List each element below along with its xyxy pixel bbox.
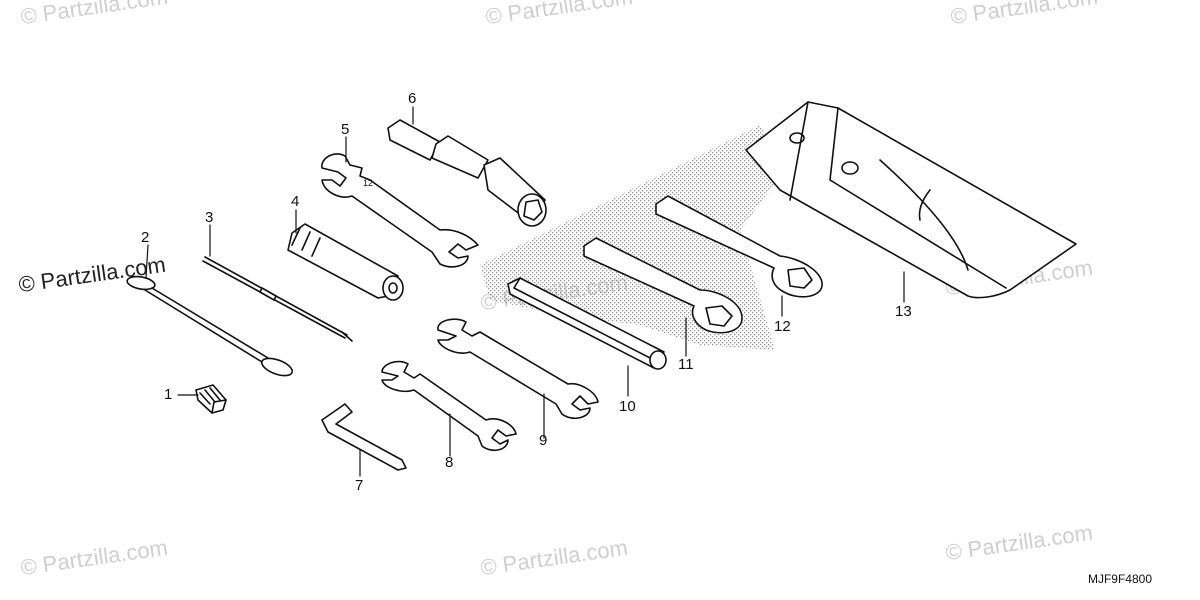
part-number-label: 3	[205, 209, 214, 226]
part-number-label: 5	[341, 121, 350, 138]
tool-clip-part-1	[195, 384, 227, 414]
leader-lines	[145, 106, 905, 477]
tool-wrench-part-8	[381, 360, 517, 452]
tool-wrench-part-9	[437, 318, 599, 420]
diagram-code: MJF9F4800	[1087, 572, 1152, 586]
part-number-label: 2	[141, 229, 150, 246]
tool-strap-part-2	[126, 275, 294, 377]
part-number-label: 6	[408, 90, 417, 107]
part-number-label: 10	[619, 398, 636, 415]
svg-text:12: 12	[363, 178, 373, 188]
tool-screwdriver-part-3	[202, 256, 353, 342]
tool-extension-bar-part-10	[507, 277, 667, 370]
part-number-label: 12	[774, 318, 791, 335]
tool-wrench-part-5: 12	[321, 153, 479, 268]
tool-box-wrench-part-11	[583, 237, 743, 334]
part-number-label: 11	[678, 356, 694, 373]
part-number-label: 4	[291, 193, 300, 210]
tool-box-wrench-part-12	[655, 195, 823, 298]
tool-bag-part-13	[745, 101, 1077, 299]
tool-socket-wrench-part-6	[387, 119, 547, 227]
part-number-label: 1	[164, 386, 173, 403]
part-number-label: 13	[895, 303, 912, 320]
part-number-label: 7	[355, 477, 364, 494]
tool-hex-key-part-7	[321, 403, 407, 471]
part-number-label: 9	[539, 432, 548, 449]
part-number-label: 8	[445, 454, 454, 471]
tool-screwdriver-handle-part-4	[287, 223, 404, 301]
